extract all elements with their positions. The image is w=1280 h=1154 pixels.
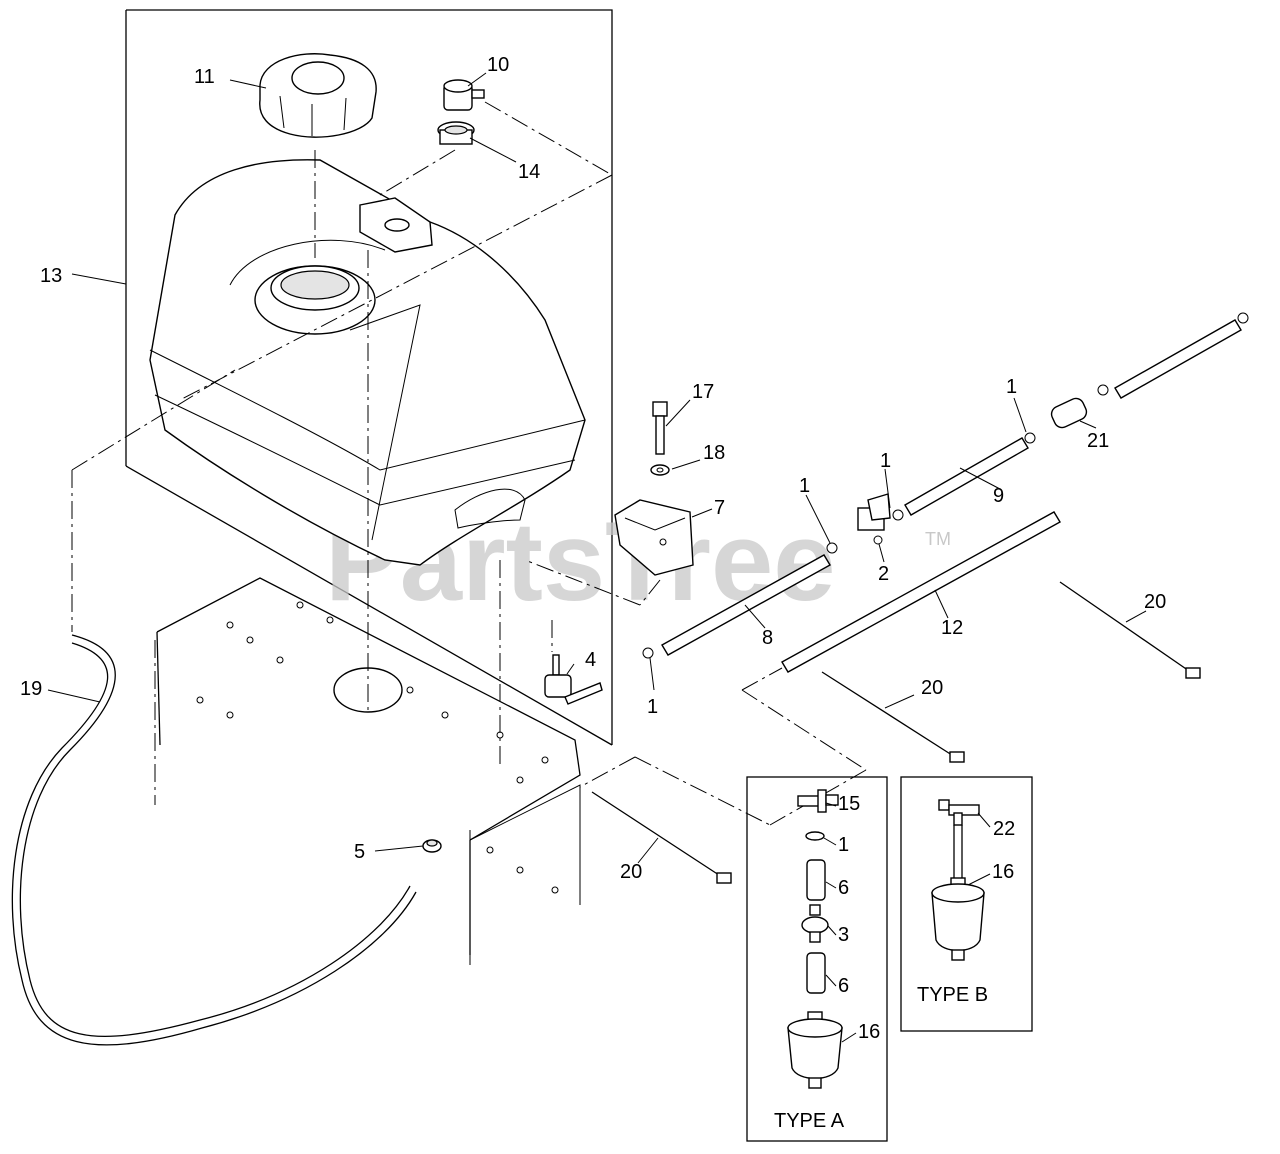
tank-assembly-frame [125, 9, 613, 746]
fuel-line-9 [904, 437, 1029, 516]
callout-15: 15 [838, 793, 860, 815]
fuel-line-12 [781, 511, 1061, 673]
callout-1-c: 1 [799, 475, 810, 497]
hose-clamps [642, 312, 1249, 659]
washer [650, 464, 670, 476]
callout-4: 4 [585, 649, 596, 671]
type-b-box [900, 776, 1033, 1032]
callout-14: 14 [518, 161, 540, 183]
tank-grommet [437, 121, 475, 145]
callout-20-c: 20 [620, 861, 642, 883]
callout-13: 13 [40, 265, 62, 287]
callout-7: 7 [714, 497, 725, 519]
cable-tie-b [821, 671, 965, 763]
fuel-tank [149, 159, 586, 566]
callout-16-b: 16 [992, 861, 1014, 883]
callout-5: 5 [354, 841, 365, 863]
callout-16-a: 16 [858, 1021, 880, 1043]
callout-8: 8 [762, 627, 773, 649]
fuel-line-8 [661, 554, 831, 656]
fuel-pickup-fitting [544, 654, 603, 705]
callout-6-b: 6 [838, 975, 849, 997]
bushing-grommet [422, 839, 442, 853]
callout-1-d: 1 [647, 696, 658, 718]
svg-text:TM: TM [925, 529, 951, 549]
callout-12: 12 [941, 617, 963, 639]
cable-tie-c [591, 791, 732, 884]
vent-fitting [443, 79, 485, 111]
type-a-box [746, 776, 888, 1142]
callout-1-a: 1 [1006, 376, 1017, 398]
cable-tie-a [1059, 581, 1201, 679]
callout-3: 3 [838, 924, 849, 946]
callout-2: 2 [878, 563, 889, 585]
callout-11: 11 [194, 66, 215, 88]
callout-20-a: 20 [1144, 591, 1166, 613]
vent-hose [11, 634, 417, 1046]
callout-22: 22 [993, 818, 1015, 840]
inline-fuel-filter [1050, 397, 1088, 429]
callout-17: 17 [692, 381, 714, 403]
type-a-label: TYPE A [774, 1110, 845, 1132]
callout-labels: 11 10 14 13 17 18 7 1 1 1 21 9 2 8 12 20… [20, 54, 1166, 1132]
callout-20-b: 20 [921, 677, 943, 699]
callout-10: 10 [487, 54, 509, 76]
callout-19: 19 [20, 678, 42, 700]
callout-1-b: 1 [880, 450, 891, 472]
callout-21: 21 [1087, 430, 1109, 452]
leader-lines [47, 72, 1147, 1043]
callout-9: 9 [993, 485, 1004, 507]
tank-bracket [614, 499, 694, 576]
callout-6-a: 6 [838, 877, 849, 899]
fuel-line-upper [1114, 319, 1242, 399]
callout-1-e: 1 [838, 834, 849, 856]
callout-18: 18 [703, 442, 725, 464]
fuel-cap [259, 53, 377, 138]
bolt [652, 401, 668, 455]
shutoff-valve [857, 493, 891, 545]
type-b-label: TYPE B [917, 984, 988, 1006]
